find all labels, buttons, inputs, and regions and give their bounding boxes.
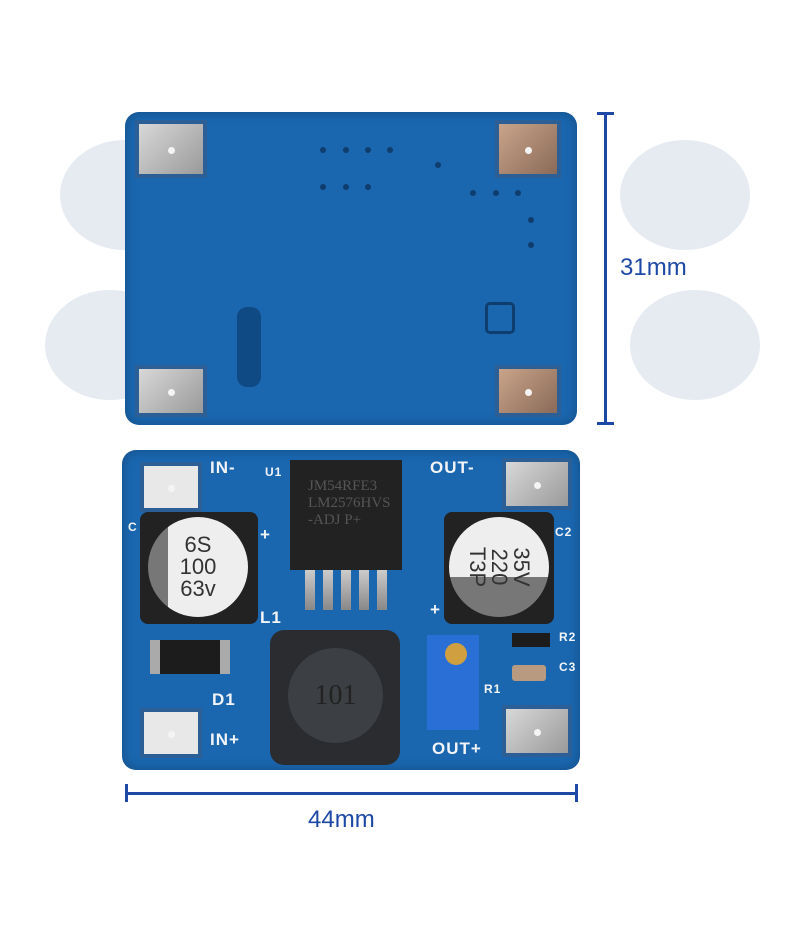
chip-marking: LM2576HVS [308, 495, 391, 511]
pcb-front-side: JM54RFE3 LM2576HVS -ADJ P+ 6S 100 63v 35… [122, 450, 580, 770]
header-pins [237, 307, 261, 387]
label-d1: D1 [212, 690, 236, 709]
cap-marking: 35V [509, 547, 534, 587]
watermark-shape [620, 140, 750, 250]
label-u1: U1 [265, 465, 283, 479]
chip-pin [323, 570, 333, 610]
label-in-plus: IN+ [210, 730, 240, 749]
terminal-in-minus [140, 462, 202, 512]
terminal-out-minus [502, 458, 572, 510]
mount-pad [495, 120, 561, 178]
via [435, 162, 441, 168]
via [343, 147, 349, 153]
smd-pad [485, 302, 515, 334]
via [343, 184, 349, 190]
chip-pin [341, 570, 351, 610]
label-out-plus: OUT+ [432, 739, 482, 758]
chip-marking: -ADJ P+ [308, 512, 362, 528]
mount-pad [135, 365, 207, 417]
via [528, 242, 534, 248]
cap-marking: T3P [465, 546, 490, 588]
chip-pin [305, 570, 315, 610]
inductor: 101 [270, 630, 400, 765]
via [493, 190, 499, 196]
output-capacitor: 35V 220 T3P [444, 512, 554, 624]
lm2576-regulator-chip: JM54RFE3 LM2576HVS -ADJ P+ [290, 460, 402, 570]
chip-pin [377, 570, 387, 610]
cap-marking: 100 [179, 554, 217, 579]
polarity-plus: + [430, 600, 441, 619]
resistor-r2 [512, 633, 550, 647]
label-r2: R2 [559, 630, 577, 644]
terminal-in-plus [140, 708, 202, 758]
chip-pin [359, 570, 369, 610]
cap-marking: 220 [487, 548, 512, 586]
width-dimension-line [125, 792, 578, 795]
height-label: 31mm [620, 254, 687, 281]
trimmer-potentiometer [427, 635, 479, 730]
label-c2: C2 [555, 525, 573, 539]
cap-marking: 63v [180, 576, 216, 601]
dimension-tick [125, 784, 128, 802]
via [320, 184, 326, 190]
terminal-out-plus [502, 705, 572, 757]
dimension-tick [575, 784, 578, 802]
via [470, 190, 476, 196]
inductor-marking: 101 [288, 648, 383, 743]
mount-pad [135, 120, 207, 178]
label-c1: C [128, 520, 138, 534]
polarity-plus: + [260, 525, 271, 544]
label-out-minus: OUT- [430, 458, 475, 477]
chip-marking: JM54RFE3 [308, 478, 378, 494]
diode [150, 640, 230, 674]
width-label: 44mm [308, 806, 375, 833]
input-capacitor: 6S 100 63v [140, 512, 258, 624]
label-in-minus: IN- [210, 458, 236, 477]
cap-marking: 6S [184, 532, 212, 557]
watermark-shape [630, 290, 760, 400]
height-dimension-line [604, 112, 607, 425]
label-l1: L1 [260, 608, 282, 627]
via [387, 147, 393, 153]
dimension-tick [597, 422, 614, 425]
via [320, 147, 326, 153]
via [528, 217, 534, 223]
via [365, 184, 371, 190]
pcb-back-side [125, 112, 577, 425]
mount-pad [495, 365, 561, 417]
capacitor-c3 [512, 665, 546, 681]
dimension-tick [597, 112, 614, 115]
label-c3: C3 [559, 660, 577, 674]
via [515, 190, 521, 196]
label-r1: R1 [484, 682, 502, 696]
via [365, 147, 371, 153]
